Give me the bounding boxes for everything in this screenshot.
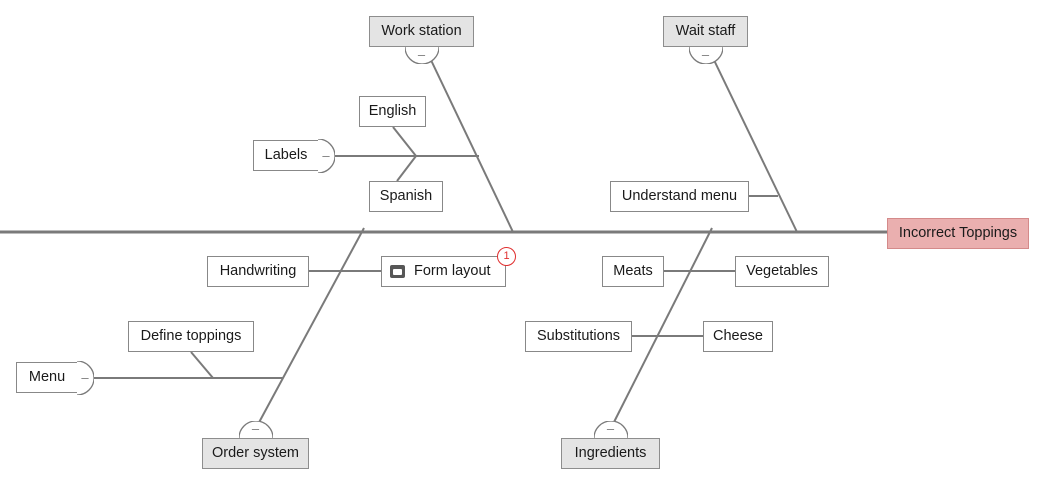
category-node-ingredients[interactable]: Ingredients [561, 438, 660, 469]
collapse-toggle[interactable]: – [688, 46, 723, 64]
node-label: Cheese [713, 328, 763, 345]
node-label: Vegetables [746, 263, 818, 280]
node-label: Understand menu [621, 188, 738, 205]
collapse-arc [77, 360, 94, 395]
cause-node-spanish[interactable]: Spanish [369, 181, 443, 212]
cause-node-cheese[interactable]: Cheese [703, 321, 773, 352]
minus-icon: – [606, 420, 615, 436]
collapse-arc [688, 47, 723, 64]
category-node-wait-staff[interactable]: Wait staff [663, 16, 748, 47]
node-label: Wait staff [675, 23, 736, 40]
cause-node-meats[interactable]: Meats [602, 256, 664, 287]
collapse-arc [593, 421, 628, 438]
node-label: Incorrect Toppings [898, 225, 1018, 242]
node-label: Ingredients [574, 445, 647, 462]
collapse-toggle[interactable]: – [318, 138, 335, 173]
category-node-order-system[interactable]: Order system [202, 438, 309, 469]
node-label: Order system [212, 445, 300, 462]
cause-node-understand-menu[interactable]: Understand menu [610, 181, 749, 212]
minus-icon: – [251, 420, 260, 436]
collapse-toggle[interactable]: – [238, 420, 273, 438]
node-label: Menu [28, 369, 66, 386]
effect-node-undefined[interactable]: Incorrect Toppings [887, 218, 1029, 249]
node-label: Spanish [379, 188, 433, 205]
node-label: Form layout [414, 263, 491, 280]
node-label: Handwriting [219, 263, 297, 280]
cause-node-handwriting[interactable]: Handwriting [207, 256, 309, 287]
connector-english-drop [392, 126, 417, 157]
connector-define-toppings-drop [190, 351, 214, 379]
cause-node-form-layout[interactable]: Form layout [381, 256, 506, 287]
collapse-arc [318, 138, 335, 173]
collapse-toggle[interactable]: – [593, 420, 628, 438]
cause-node-substitutions[interactable]: Substitutions [525, 321, 632, 352]
connector-spanish-drop [396, 155, 417, 182]
node-label: Substitutions [536, 328, 621, 345]
note-icon [390, 265, 405, 278]
node-label: Meats [613, 263, 653, 280]
node-label: English [368, 103, 417, 120]
collapse-toggle[interactable]: – [77, 360, 94, 395]
collapse-arc [404, 47, 439, 64]
minus-icon: – [417, 46, 426, 62]
node-label: Labels [264, 147, 308, 164]
comment-count-badge[interactable]: 1 [497, 247, 516, 266]
node-label: Define toppings [140, 328, 242, 345]
minus-icon: – [322, 148, 330, 163]
collapse-arc [238, 421, 273, 438]
node-label: Work station [381, 23, 462, 40]
cause-node-english[interactable]: English [359, 96, 426, 127]
collapse-toggle[interactable]: – [404, 46, 439, 64]
minus-icon: – [81, 370, 89, 385]
cause-node-labels[interactable]: Labels [253, 140, 319, 171]
minus-icon: – [701, 46, 710, 62]
cause-node-define-toppings[interactable]: Define toppings [128, 321, 254, 352]
category-node-work-station[interactable]: Work station [369, 16, 474, 47]
cause-node-menu[interactable]: Menu [16, 362, 78, 393]
cause-node-vegetables[interactable]: Vegetables [735, 256, 829, 287]
